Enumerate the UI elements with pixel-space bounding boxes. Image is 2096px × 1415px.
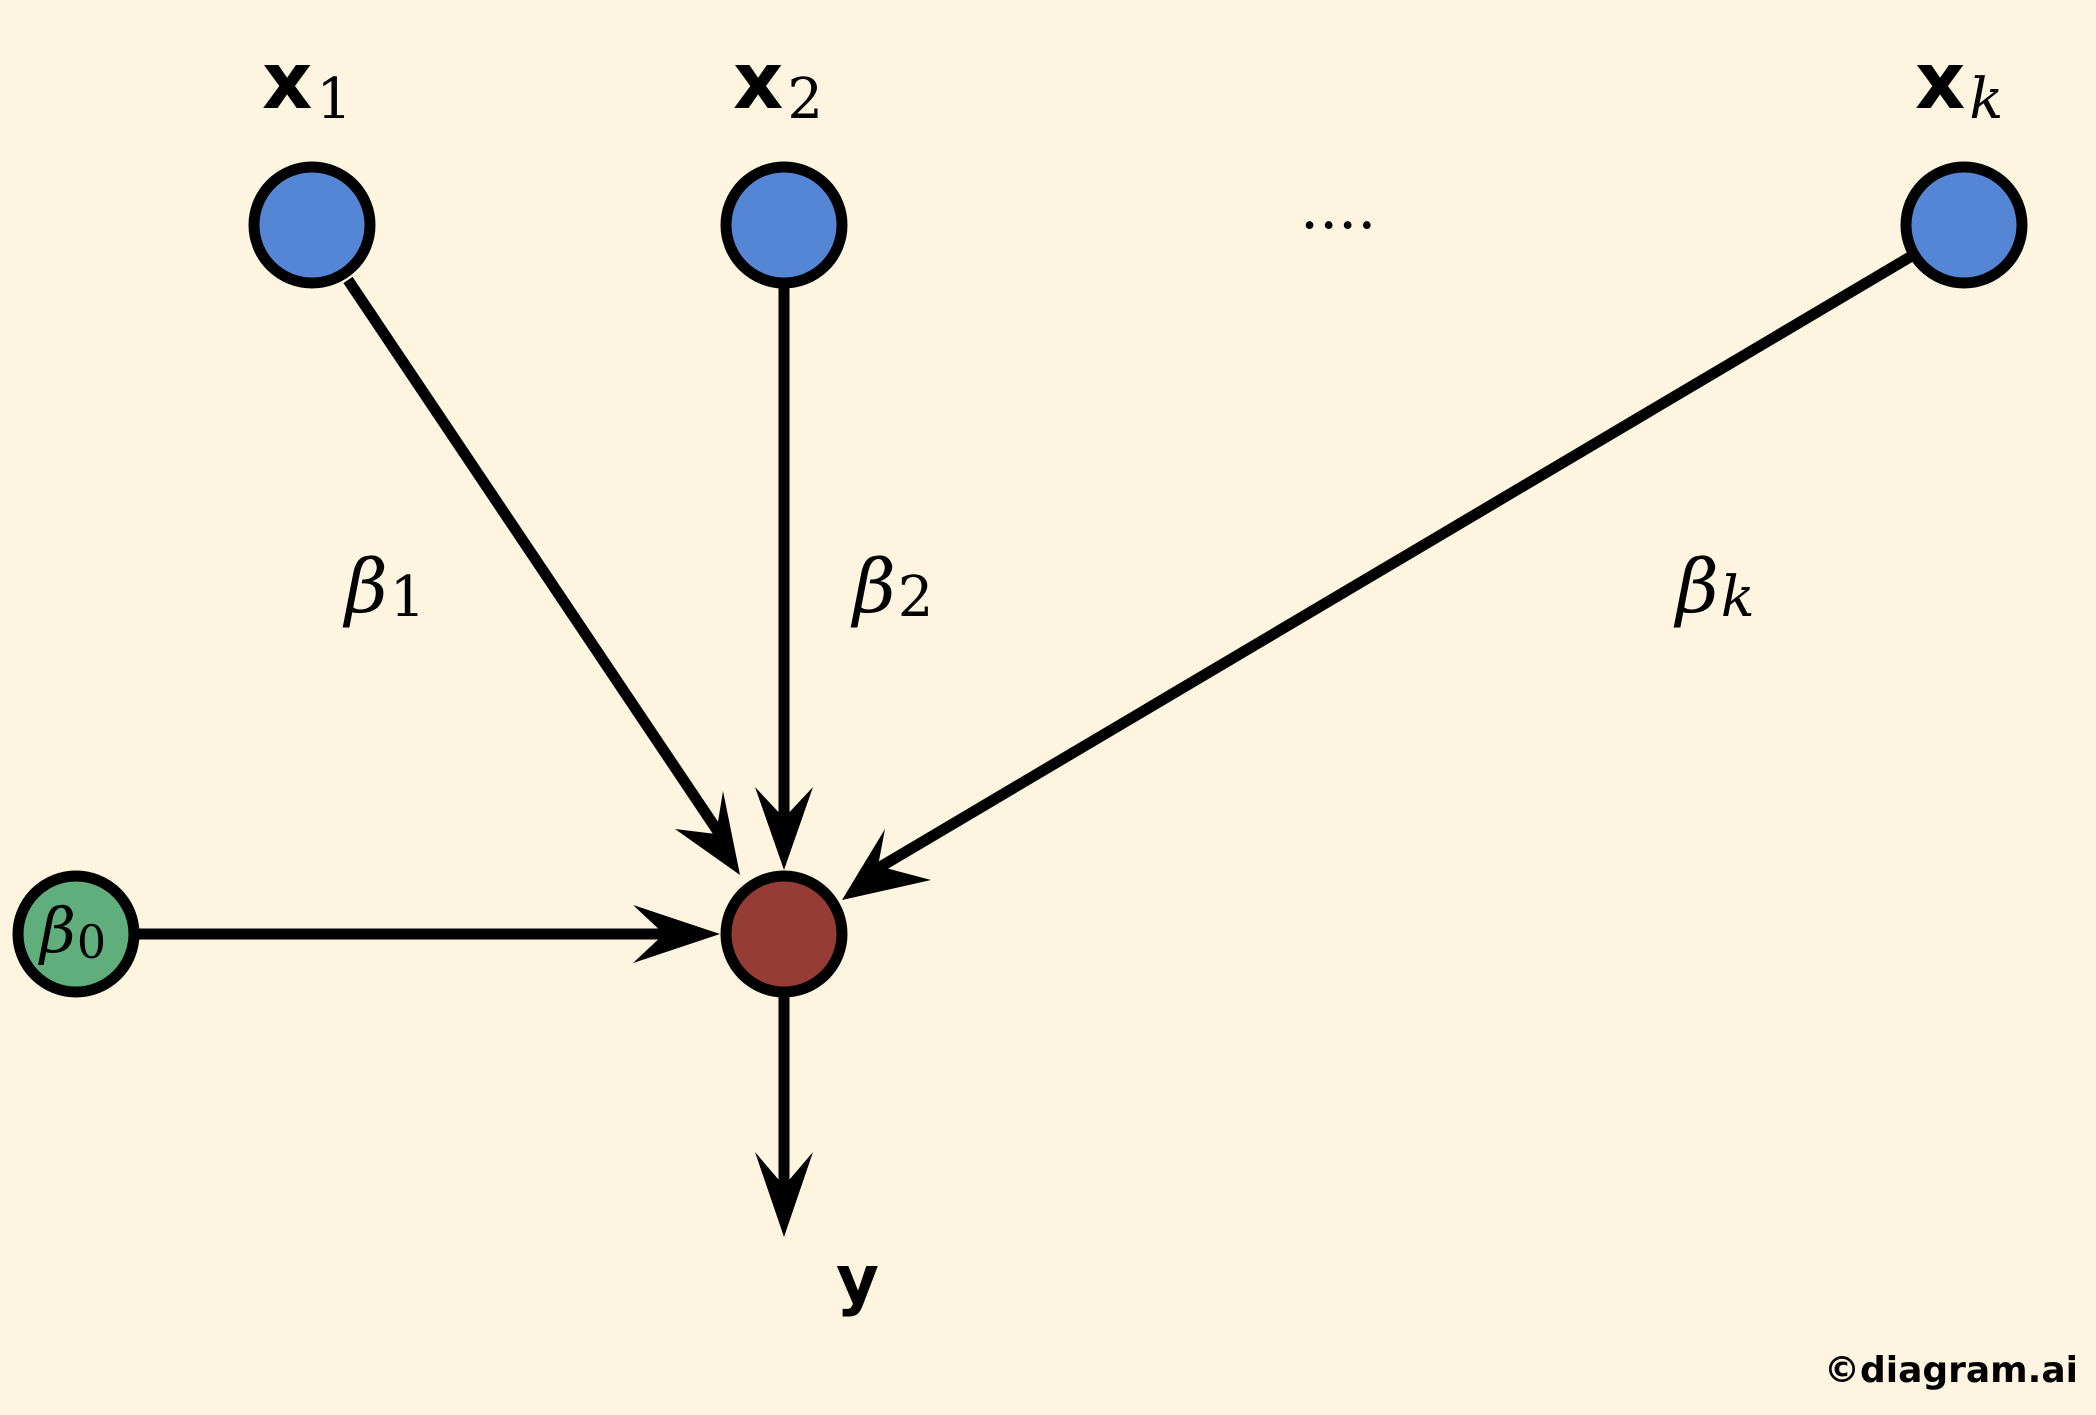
ellipsis: .... — [1300, 173, 1376, 243]
input-node-x2 — [720, 161, 848, 289]
output-label-y: y — [836, 1241, 879, 1318]
bias-node — [12, 870, 140, 998]
input-node-xk — [1900, 161, 2028, 289]
weight-label-beta2: β2 — [850, 544, 933, 630]
edges — [136, 252, 1913, 1237]
input-label-x1: x1 — [262, 37, 352, 132]
edge-xk-to-output — [867, 252, 1913, 878]
input-label-x2: x2 — [733, 37, 823, 132]
input-label-xk: xk — [1915, 37, 2003, 132]
bias-label: β0 — [38, 894, 106, 969]
arrowhead-x1 — [675, 791, 740, 875]
copyright-text: ©diagram.ai — [1824, 1350, 2078, 1391]
weight-label-beta1: β1 — [342, 544, 425, 630]
arrowhead-y — [755, 1152, 813, 1237]
arrowhead-bias — [633, 905, 720, 963]
edge-x1-to-output — [343, 276, 730, 846]
input-node-x1 — [248, 161, 376, 289]
arrowhead-xk — [842, 829, 931, 900]
arrowhead-x2 — [755, 787, 813, 870]
output-node — [720, 870, 848, 998]
weight-label-betak: βk — [1673, 544, 1755, 630]
nodes — [12, 161, 2028, 998]
